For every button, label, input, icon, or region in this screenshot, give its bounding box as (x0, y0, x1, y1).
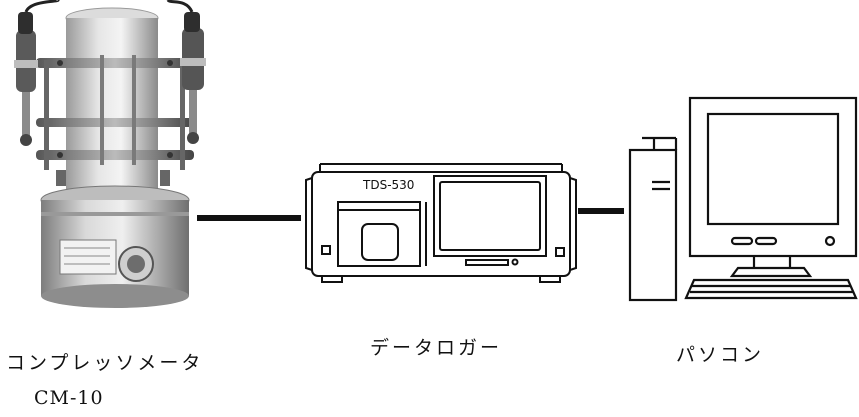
data-logger-model-marking: TDS-530 (363, 178, 415, 192)
compressometer-illustration (14, 0, 206, 308)
cable-line-compressometer-datalogger (197, 215, 301, 221)
data-logger-illustration (305, 163, 577, 283)
pc-label: パソコン (676, 344, 765, 366)
datalogger-label: データロガー (370, 337, 503, 359)
cable-line-datalogger-pc (578, 208, 624, 214)
compressometer-label: コンプレッソメータ (6, 352, 204, 374)
pc-illustration (628, 96, 858, 302)
compressometer-model-label: CM-10 (34, 387, 104, 409)
